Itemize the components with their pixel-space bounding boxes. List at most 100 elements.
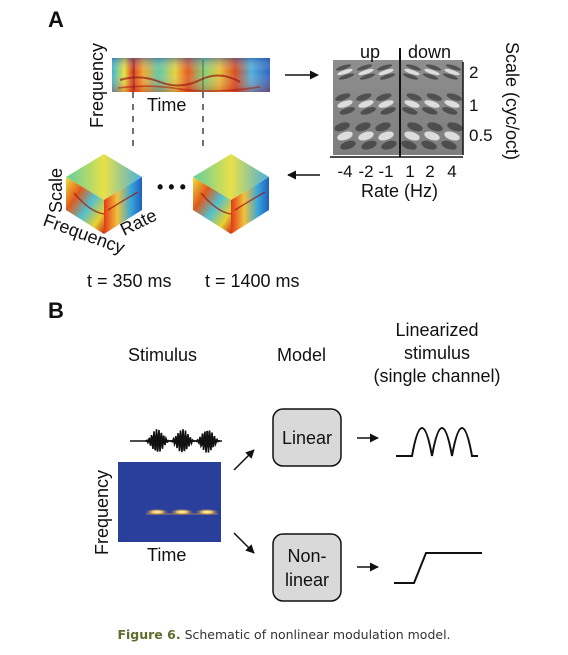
cube-ellipsis: • • • — [157, 177, 186, 197]
filter-stripe — [402, 73, 419, 80]
filter-stripe — [380, 107, 396, 115]
scale-tick: 1 — [469, 96, 478, 115]
filter-stripe — [404, 131, 420, 141]
scale-axis-title: Scale (cyc/oct) — [502, 42, 522, 160]
linearized-header-line1: Linearized — [395, 320, 478, 340]
filter-stripe — [404, 100, 420, 108]
filter-stripe — [337, 68, 353, 76]
filter-stripe — [358, 68, 374, 76]
rate-tick-label: -2 — [358, 162, 373, 181]
filter-stripe — [444, 100, 460, 108]
filter-stripe — [379, 73, 396, 80]
figure-caption: Figure 6. Schematic of nonlinear modulat… — [0, 627, 568, 642]
stimulus-header: Stimulus — [128, 345, 197, 365]
rate-tick-label: 4 — [447, 162, 456, 181]
linear-model-box — [272, 408, 342, 467]
filter-stripe — [358, 131, 374, 141]
nonlinear-model-box — [272, 533, 342, 602]
filter-stripe — [334, 122, 350, 132]
filter-stripe — [402, 107, 418, 115]
filter-stripe — [338, 73, 355, 80]
time-label-350: t = 350 ms — [87, 271, 172, 291]
filter-stripe — [445, 64, 462, 71]
filter-stripe — [355, 122, 371, 132]
filter-stripe — [340, 140, 356, 150]
filter-stripe — [360, 107, 376, 115]
filter-stripe — [335, 64, 352, 71]
filter-stripe — [337, 131, 353, 141]
stimulus-ylabel: Frequency — [92, 470, 112, 555]
spectrogram-xlabel: Time — [147, 95, 186, 115]
filter-stripe — [425, 64, 442, 71]
filter-stripe — [339, 107, 355, 115]
stimulus-xlabel: Time — [147, 545, 186, 565]
scale-tick: 2 — [469, 63, 478, 82]
filter-stripe — [406, 93, 422, 101]
stimulus-waveform — [130, 429, 222, 453]
cube-t1400 — [193, 154, 269, 234]
rate-tick-label: 2 — [425, 162, 434, 181]
filter-stripe — [444, 68, 460, 76]
rate-tick-label: -1 — [378, 162, 393, 181]
filter-stripe — [441, 140, 457, 150]
figure-canvas: A Frequency Time up down 2 1 0.5 Scale (… — [41, 7, 522, 602]
panel-a-label: A — [48, 7, 64, 32]
spectrogram — [112, 58, 270, 92]
filter-stripe — [427, 122, 443, 132]
filter-stripe — [378, 68, 394, 76]
filter-stripe — [442, 107, 458, 115]
rate-tick-label: -4 — [337, 162, 352, 181]
filter-grid — [333, 48, 463, 157]
filter-stripe — [401, 140, 417, 150]
filter-stripe — [381, 140, 397, 150]
panel-b-label: B — [48, 298, 64, 323]
filter-stripe — [378, 131, 394, 141]
filter-stripe — [424, 100, 440, 108]
filter-stripe — [359, 73, 376, 80]
arrow-to-nonlinear — [233, 532, 255, 554]
cube-scale-label: Scale — [46, 168, 66, 213]
filter-stripe — [422, 73, 439, 80]
grid-up-label: up — [360, 42, 380, 62]
stimulus-waveform-trace — [145, 429, 220, 453]
caption-text: Schematic of nonlinear modulation model. — [180, 627, 451, 642]
filter-stripe — [375, 122, 391, 132]
filter-stripe — [335, 93, 351, 101]
grid-down-label: down — [408, 42, 451, 62]
spectrogram-ylabel: Frequency — [87, 43, 107, 128]
filter-stripe — [376, 93, 392, 101]
filter-stripe — [358, 100, 374, 108]
filter-stripe — [447, 122, 463, 132]
nonlinear-model-label-line1: Non- — [287, 546, 326, 566]
filter-stripe — [361, 140, 377, 150]
linearized-header-line3: (single channel) — [373, 366, 500, 386]
arrow-to-linear — [233, 449, 255, 471]
filter-stripe — [424, 68, 440, 76]
filter-stripe — [444, 131, 460, 141]
filter-stripe — [442, 73, 459, 80]
rate-axis-title: Rate (Hz) — [361, 181, 438, 201]
filter-stripe — [407, 122, 423, 132]
filter-stripe — [337, 100, 353, 108]
filter-stripe — [404, 68, 420, 76]
linear-model-label: Linear — [282, 428, 332, 448]
filter-stripe — [426, 93, 442, 101]
stimulus-spectrogram — [118, 462, 221, 542]
nonlinear-model-label-line2: linear — [285, 570, 329, 590]
linearized-header-line2: stimulus — [404, 343, 470, 363]
filter-stripe — [421, 140, 437, 150]
filter-stripe — [376, 64, 393, 71]
scale-tick: 0.5 — [469, 126, 493, 145]
caption-label: Figure 6. — [117, 627, 181, 642]
time-label-1400: t = 1400 ms — [205, 271, 300, 291]
filter-stripe — [356, 93, 372, 101]
linear-output-trace — [396, 427, 478, 457]
rate-tick-label: 1 — [405, 162, 414, 181]
cube-t350 — [66, 154, 142, 234]
filter-stripe — [405, 64, 422, 71]
filter-stripe — [422, 107, 438, 115]
model-header: Model — [277, 345, 326, 365]
filter-stripe — [424, 131, 440, 141]
filter-stripe — [446, 93, 462, 101]
